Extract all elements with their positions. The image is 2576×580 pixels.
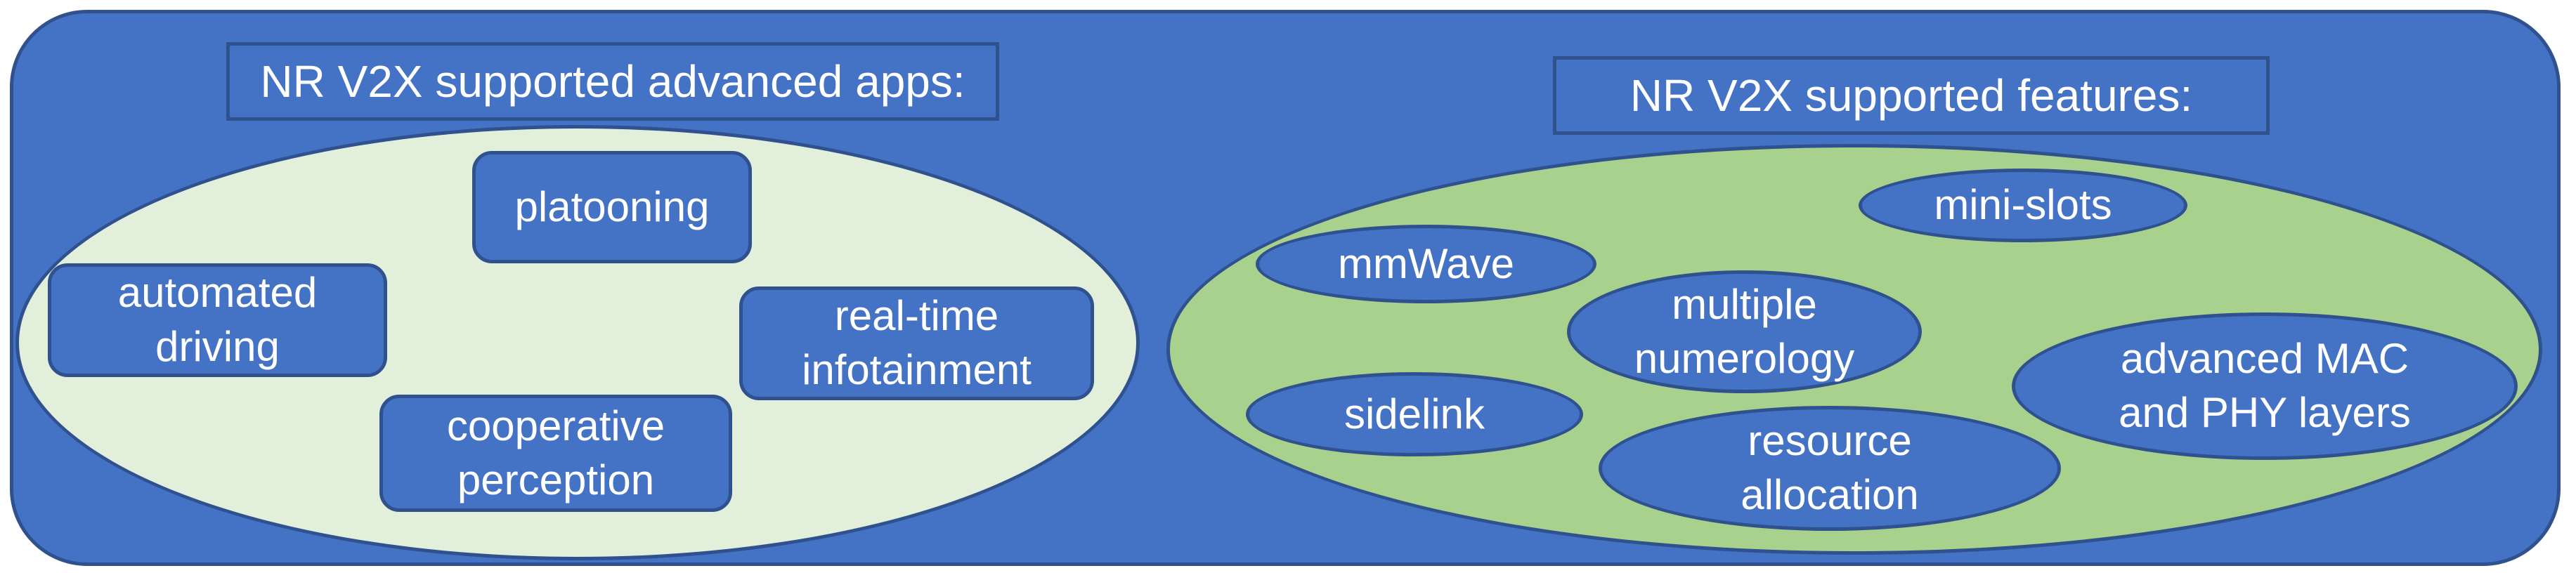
feature-sidelink: sidelink: [1246, 372, 1583, 456]
apps-title: NR V2X supported advanced apps:: [226, 42, 999, 121]
app-automated-driving: automated driving: [48, 263, 387, 377]
feature-mini-slots: mini-slots: [1859, 169, 2187, 242]
app-platooning: platooning: [472, 151, 752, 263]
feature-mmwave: mmWave: [1256, 225, 1596, 303]
feature-multiple-numerology: multiple numerology: [1567, 270, 1922, 393]
features-title: NR V2X supported features:: [1553, 56, 2270, 135]
feature-resource-allocation: resource allocation: [1599, 406, 2061, 531]
app-cooperative-perception: cooperative perception: [379, 395, 732, 512]
app-real-time-infotainment: real-time infotainment: [739, 286, 1094, 400]
feature-advanced-mac-phy: advanced MAC and PHY layers: [2012, 312, 2518, 460]
